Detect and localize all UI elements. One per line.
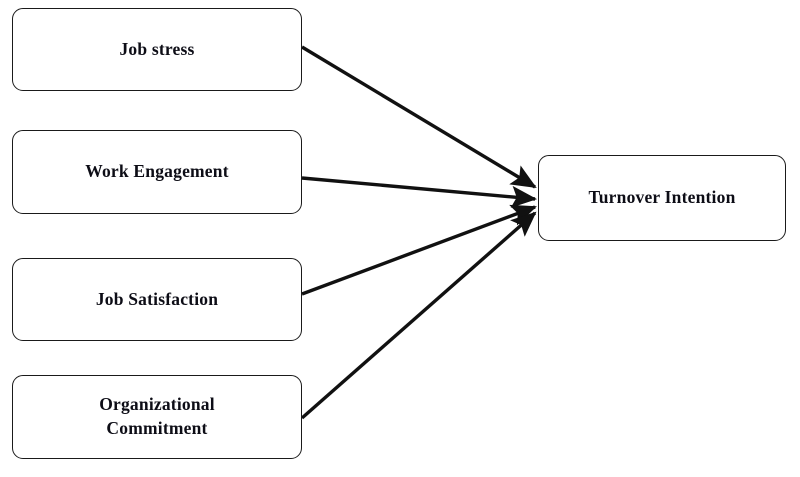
arrow-work-engagement-to-turnover [301,176,538,208]
node-organizational-commitment: Organizational Commitment [12,375,302,459]
arrow-job-stress-to-turnover [301,45,537,189]
node-job-satisfaction: Job Satisfaction [12,258,302,341]
node-work-engagement: Work Engagement [12,130,302,214]
node-label-turnover-intention: Turnover Intention [588,187,736,208]
node-turnover-intention: Turnover Intention [538,155,786,241]
node-label-work-engagement: Work Engagement [85,161,229,182]
node-job-stress: Job stress [12,8,302,91]
arrow-job-satisfaction-to-turnover [301,204,537,296]
node-label-job-stress: Job stress [119,38,195,59]
arrow-organizational-commitment-to-turnover [300,211,537,420]
node-label-organizational-commitment: Organizational Commitment [99,394,215,438]
node-label-job-satisfaction: Job Satisfaction [95,288,219,309]
